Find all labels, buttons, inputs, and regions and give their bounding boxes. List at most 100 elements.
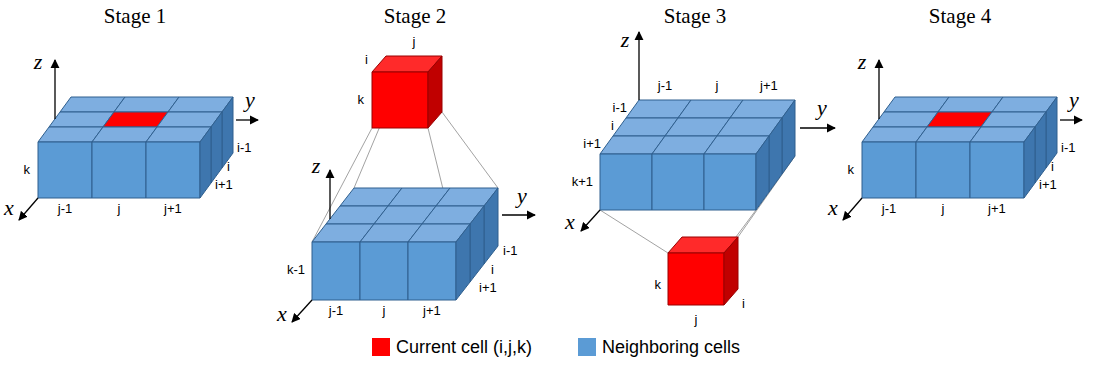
axis-label: z (858, 49, 867, 74)
stage-title: Stage 3 (664, 4, 726, 28)
axis-label: x (277, 301, 287, 326)
legend-text: Neighboring cells (602, 337, 740, 358)
index-label: i (1051, 160, 1054, 175)
neighbor-cell-side (756, 136, 769, 210)
index-label: i-1 (503, 244, 517, 259)
index-label: j-1 (329, 304, 343, 319)
neighbor-cell-front (38, 142, 92, 198)
index-label: j (118, 202, 121, 217)
neighbor-cell-front (862, 142, 916, 198)
y-axis (800, 127, 835, 128)
index-label: k (24, 163, 31, 178)
index-label: j-1 (882, 202, 896, 217)
axis-label: x (565, 209, 575, 234)
x-axis (19, 198, 38, 220)
index-label: i-1 (1061, 141, 1075, 156)
neighbor-cell-side (769, 118, 782, 192)
axis-label: y (1069, 87, 1079, 112)
index-label: j+1 (760, 79, 778, 94)
current-cell-side (428, 56, 442, 128)
index-label: k (655, 278, 662, 293)
neighbor-cell-side (484, 188, 498, 264)
legend-swatch (372, 338, 390, 356)
index-label: i+1 (583, 137, 601, 152)
index-label: k-1 (287, 263, 305, 278)
axis-label: y (817, 95, 827, 120)
neighbor-cell-side (782, 100, 795, 174)
axis-label: z (621, 27, 630, 52)
neighbor-cell-front (408, 242, 456, 300)
current-cell-front (372, 72, 428, 128)
legend-item: Neighboring cells (578, 334, 740, 360)
neighbor-cell-front (916, 142, 970, 198)
index-label: k (848, 163, 855, 178)
neighbor-cell-front (312, 242, 360, 300)
x-axis (292, 300, 312, 322)
index-label: i-1 (237, 141, 251, 156)
index-label: i+1 (215, 178, 233, 193)
axis-label: z (312, 153, 321, 178)
axis-label: x (4, 195, 14, 220)
neighbor-cell-side (1035, 112, 1046, 183)
current-cell-front (668, 253, 724, 305)
index-label: j-1 (658, 79, 672, 94)
axis-label: y (245, 87, 255, 112)
neighbor-cell-side (1046, 97, 1057, 168)
stage-title: Stage 4 (929, 4, 991, 28)
axis-label: y (517, 183, 527, 208)
neighbor-cell-front (704, 154, 756, 210)
index-label: j (942, 202, 945, 217)
index-label: i+1 (479, 281, 497, 296)
z-axis (329, 170, 330, 219)
x-axis (581, 210, 600, 231)
index-label: j+1 (423, 304, 441, 319)
legend: Current cell (i,j,k) Neighboring cells (0, 334, 1093, 364)
projection-line (600, 210, 668, 253)
index-label: i (227, 160, 230, 175)
index-label: j (695, 313, 698, 328)
x-axis (843, 198, 862, 220)
index-label: i (491, 263, 494, 278)
index-label: j+1 (988, 202, 1006, 217)
index-label: j (413, 35, 416, 50)
neighbor-cell-side (470, 206, 484, 282)
neighbor-cell-front (652, 154, 704, 210)
neighbor-cell-side (200, 127, 211, 198)
index-label: i (742, 297, 745, 312)
legend-text: Current cell (i,j,k) (396, 337, 532, 358)
neighbor-cell-side (222, 97, 233, 168)
z-axis (54, 60, 55, 119)
current-cell-side (724, 237, 738, 305)
index-label: j+1 (164, 202, 182, 217)
neighbor-cell-front (92, 142, 146, 198)
neighbor-cell-side (1024, 127, 1035, 198)
neighbor-cell-front (600, 154, 652, 210)
z-axis (638, 32, 639, 100)
index-label: k (358, 93, 365, 108)
index-label: i-1 (613, 101, 627, 116)
axis-label: z (34, 49, 43, 74)
legend-item: Current cell (i,j,k) (372, 334, 532, 360)
neighbor-cell-front (360, 242, 408, 300)
z-axis (878, 60, 879, 119)
index-label: i+1 (1039, 178, 1057, 193)
neighbor-cell-front (970, 142, 1024, 198)
y-axis (1060, 119, 1082, 120)
index-label: j (383, 304, 386, 319)
y-axis (502, 214, 535, 215)
index-label: i (611, 119, 614, 134)
neighbor-cell-side (211, 112, 222, 183)
axis-label: x (828, 195, 838, 220)
index-label: j-1 (58, 202, 72, 217)
index-label: j (716, 79, 719, 94)
legend-swatch (578, 338, 596, 356)
stage-title: Stage 2 (384, 4, 446, 28)
projection-line (442, 112, 498, 188)
neighbor-cell-front (146, 142, 200, 198)
stage-title: Stage 1 (104, 4, 166, 28)
y-axis (236, 119, 258, 120)
index-label: i (365, 53, 368, 68)
neighbor-cell-side (456, 224, 470, 300)
